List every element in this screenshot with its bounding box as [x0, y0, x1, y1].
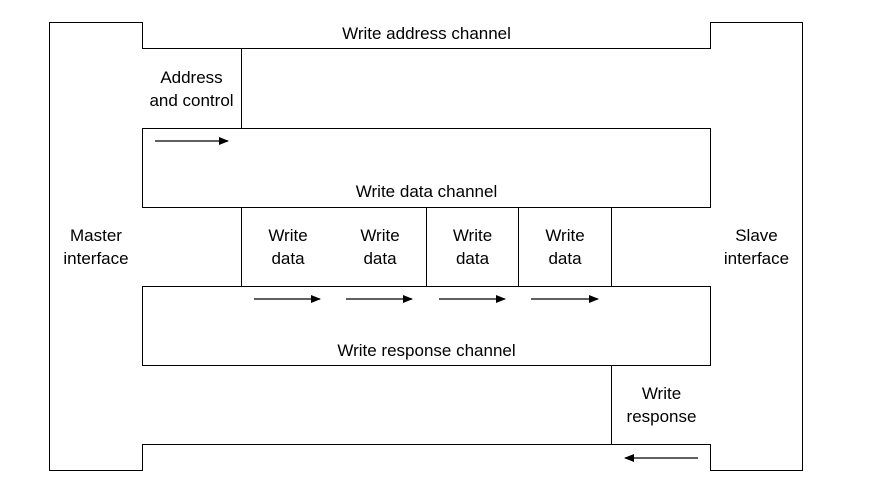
write-data-cell-1: Write data — [241, 208, 334, 286]
write-response-channel-title: Write response channel — [337, 341, 516, 360]
write-response-channel: Write response — [142, 365, 711, 445]
write-response-cell: Write response — [611, 366, 711, 444]
write-data-cell-4: Write data — [519, 208, 612, 286]
slave-interface: Slave interface — [710, 22, 803, 471]
master-interface-label: Master interface — [63, 225, 129, 268]
write-data-channel: Write data Write data Write data Write d… — [142, 207, 711, 287]
address-and-control-cell: Address and control — [142, 49, 242, 128]
slave-interface-label: Slave interface — [723, 225, 790, 268]
write-data-channel-title: Write data channel — [355, 182, 498, 201]
master-interface: Master interface — [49, 22, 143, 471]
write-address-channel: Address and control — [142, 48, 711, 129]
write-data-cell-2: Write data — [334, 208, 427, 286]
write-data-cell-3: Write data — [427, 208, 519, 286]
write-address-channel-title: Write address channel — [342, 24, 511, 43]
